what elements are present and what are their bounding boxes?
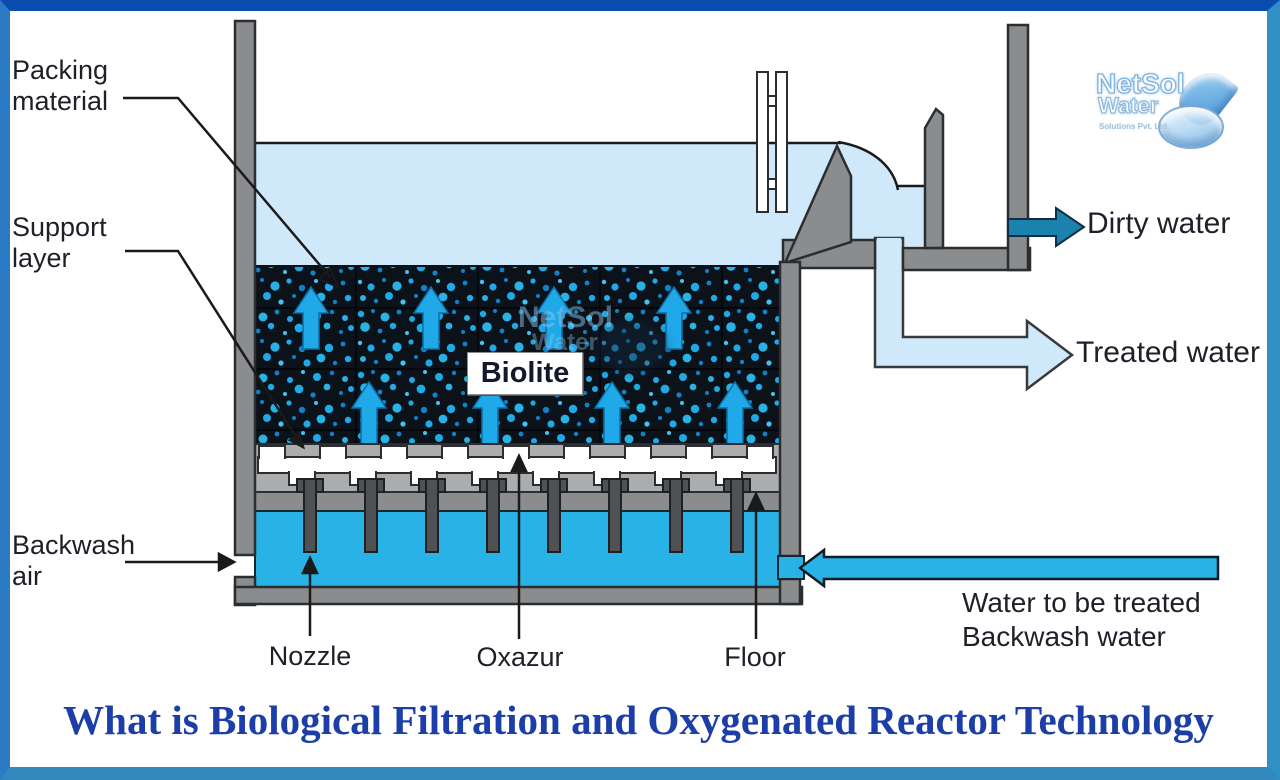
label-dirty-water: Dirty water (1087, 207, 1231, 240)
logo-tagline: Solutions Pvt. Ltd. (1099, 122, 1170, 131)
nozzle-stems (296, 478, 751, 553)
logo-name-line2: Water (1097, 92, 1159, 118)
label-packing-material: Packing material (12, 55, 109, 116)
inlet-water (777, 547, 1220, 589)
upflow-arrows (292, 285, 754, 445)
label-inlet: Water to be treated Backwash water (962, 587, 1201, 652)
dirty-water-arrow (1007, 206, 1086, 248)
label-nozzle: Nozzle (268, 641, 352, 671)
clarified-water-zone (255, 140, 925, 266)
level-gauge (756, 71, 788, 213)
treated-water-pipe-arrow (873, 236, 1075, 392)
nozzle-floor-plate (254, 491, 781, 513)
water-drop-flat-icon (1158, 105, 1224, 149)
label-biolite: Biolite (467, 352, 583, 395)
label-floor: Floor (724, 642, 786, 672)
label-oxazur: Oxazur (476, 642, 564, 672)
label-treated-water: Treated water (1076, 336, 1260, 369)
backwash-water-zone (254, 510, 781, 588)
logo-name-line1: NetSol (1095, 67, 1185, 99)
label-backwash-air: Backwash air (12, 530, 136, 591)
leader-lines (123, 96, 765, 639)
netsol-water-logo: NetSol Water Solutions Pvt. Ltd. (1088, 60, 1258, 155)
label-support-layer: Support layer (12, 212, 107, 273)
page-title: What is Biological Filtration and Oxygen… (63, 697, 1214, 743)
overflow-weir (781, 23, 1032, 272)
